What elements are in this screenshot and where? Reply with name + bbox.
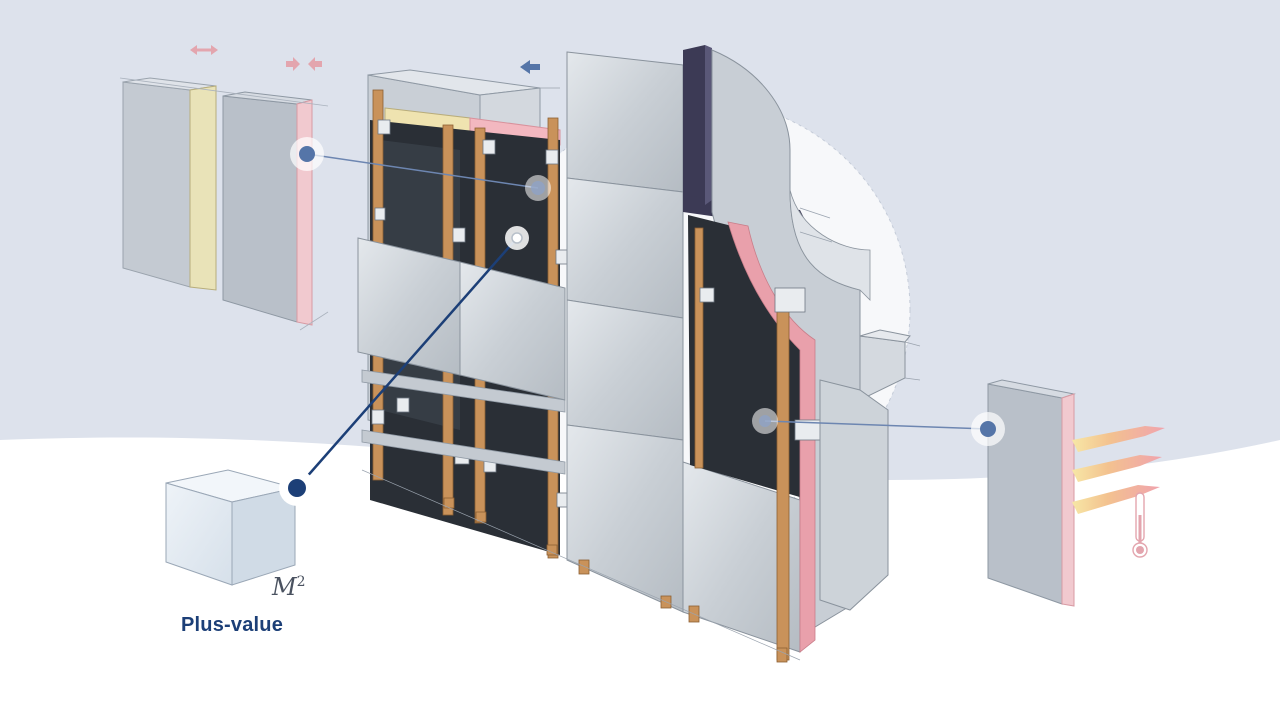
heat-arrow-1 — [1072, 426, 1165, 452]
thermometer-icon — [1132, 492, 1148, 558]
thermal-panel-group — [987, 379, 1165, 607]
square-meter-mark: M2 — [272, 573, 306, 601]
left-arrow-icon — [520, 60, 540, 74]
plus-value-caption: Plus-value — [181, 614, 284, 636]
plus-value-callout-marker[interactable] — [279, 470, 315, 506]
facade-assembly — [357, 45, 921, 663]
heat-arrow-2 — [1072, 455, 1162, 482]
layer-explode-group — [119, 77, 329, 331]
inward-arrows-icon — [286, 57, 322, 71]
thermal-callout-marker[interactable] — [971, 412, 1005, 446]
heat-arrow-3 — [1072, 485, 1160, 514]
window-frame — [683, 45, 705, 212]
callout-lines — [296, 153, 989, 489]
wood-callout-marker[interactable] — [505, 226, 529, 250]
unit-exponent: 2 — [296, 574, 306, 590]
insulation-callout-marker[interactable] — [290, 137, 324, 171]
membrane-callout-marker[interactable] — [525, 175, 551, 201]
unit-base: M — [272, 573, 297, 601]
bracket-callout-marker[interactable] — [752, 408, 778, 434]
cube-icon — [165, 469, 296, 586]
width-arrow-icon — [190, 45, 218, 55]
pink-insulation — [727, 221, 816, 653]
